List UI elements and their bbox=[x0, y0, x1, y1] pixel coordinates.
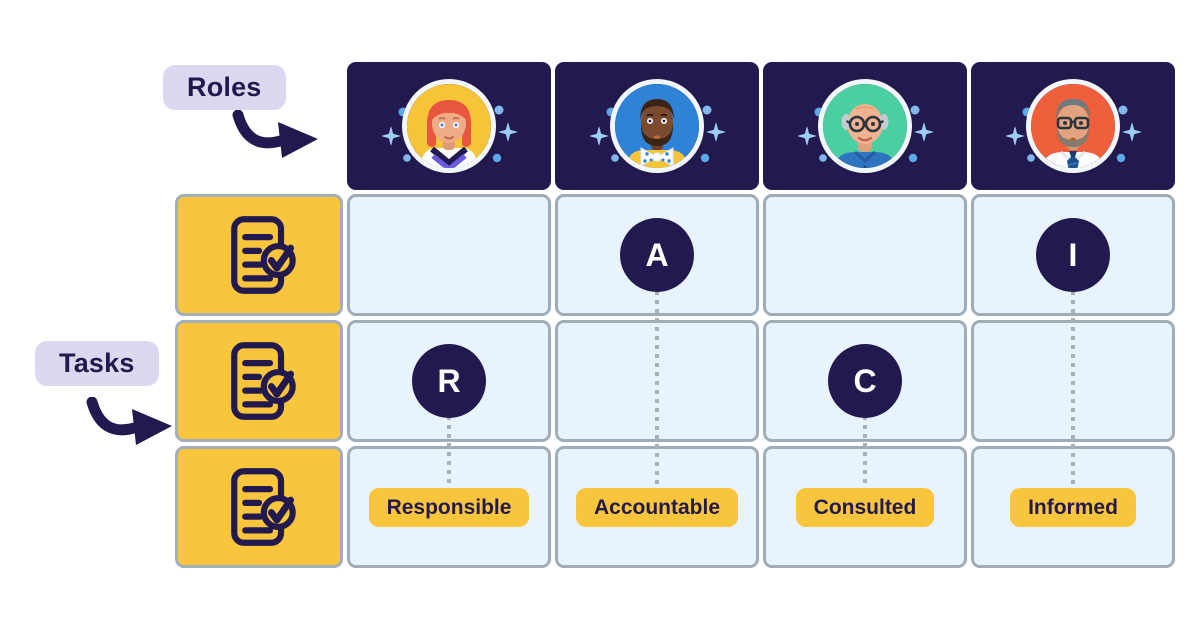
grid-corner-spacer bbox=[175, 62, 343, 190]
legend-informed: Informed bbox=[1010, 487, 1136, 527]
raci-chip-consulted: C bbox=[828, 344, 902, 418]
avatar-man-bow-tie-icon bbox=[610, 79, 704, 173]
matrix-cell-r3c3: Consulted bbox=[763, 446, 967, 568]
avatar-woman-red-hair-icon bbox=[402, 79, 496, 173]
task-checklist-icon bbox=[231, 468, 296, 546]
tasks-arrow-icon bbox=[86, 397, 172, 445]
sparkles-decoration bbox=[381, 105, 518, 163]
roles-label: Roles bbox=[163, 65, 286, 110]
legend-consulted: Consulted bbox=[795, 487, 935, 527]
legend-accountable: Accountable bbox=[575, 487, 739, 527]
legend-responsible: Responsible bbox=[368, 487, 530, 527]
role-header-3 bbox=[763, 62, 967, 190]
role-header-1 bbox=[347, 62, 551, 190]
connector-accountable bbox=[655, 291, 659, 488]
matrix-cell-r1c1 bbox=[347, 194, 551, 316]
role-header-4 bbox=[971, 62, 1175, 190]
task-checklist-icon bbox=[231, 342, 296, 420]
connector-informed bbox=[1071, 291, 1075, 488]
task-row-header-3 bbox=[175, 446, 343, 568]
raci-chip-accountable: A bbox=[620, 218, 694, 292]
connector-consulted bbox=[863, 416, 867, 488]
role-header-2 bbox=[555, 62, 759, 190]
raci-chip-informed: I bbox=[1036, 218, 1110, 292]
tasks-label: Tasks bbox=[35, 341, 159, 386]
task-row-header-1 bbox=[175, 194, 343, 316]
roles-arrow-icon bbox=[232, 110, 318, 158]
connector-responsible bbox=[447, 416, 451, 488]
avatar-man-tie-glasses-icon bbox=[1026, 79, 1120, 173]
raci-chip-responsible: R bbox=[412, 344, 486, 418]
task-checklist-icon bbox=[231, 216, 296, 294]
raci-grid: A I R C bbox=[175, 62, 1175, 568]
task-row-header-2 bbox=[175, 320, 343, 442]
matrix-cell-r1c3 bbox=[763, 194, 967, 316]
avatar-older-man-glasses-icon bbox=[818, 79, 912, 173]
